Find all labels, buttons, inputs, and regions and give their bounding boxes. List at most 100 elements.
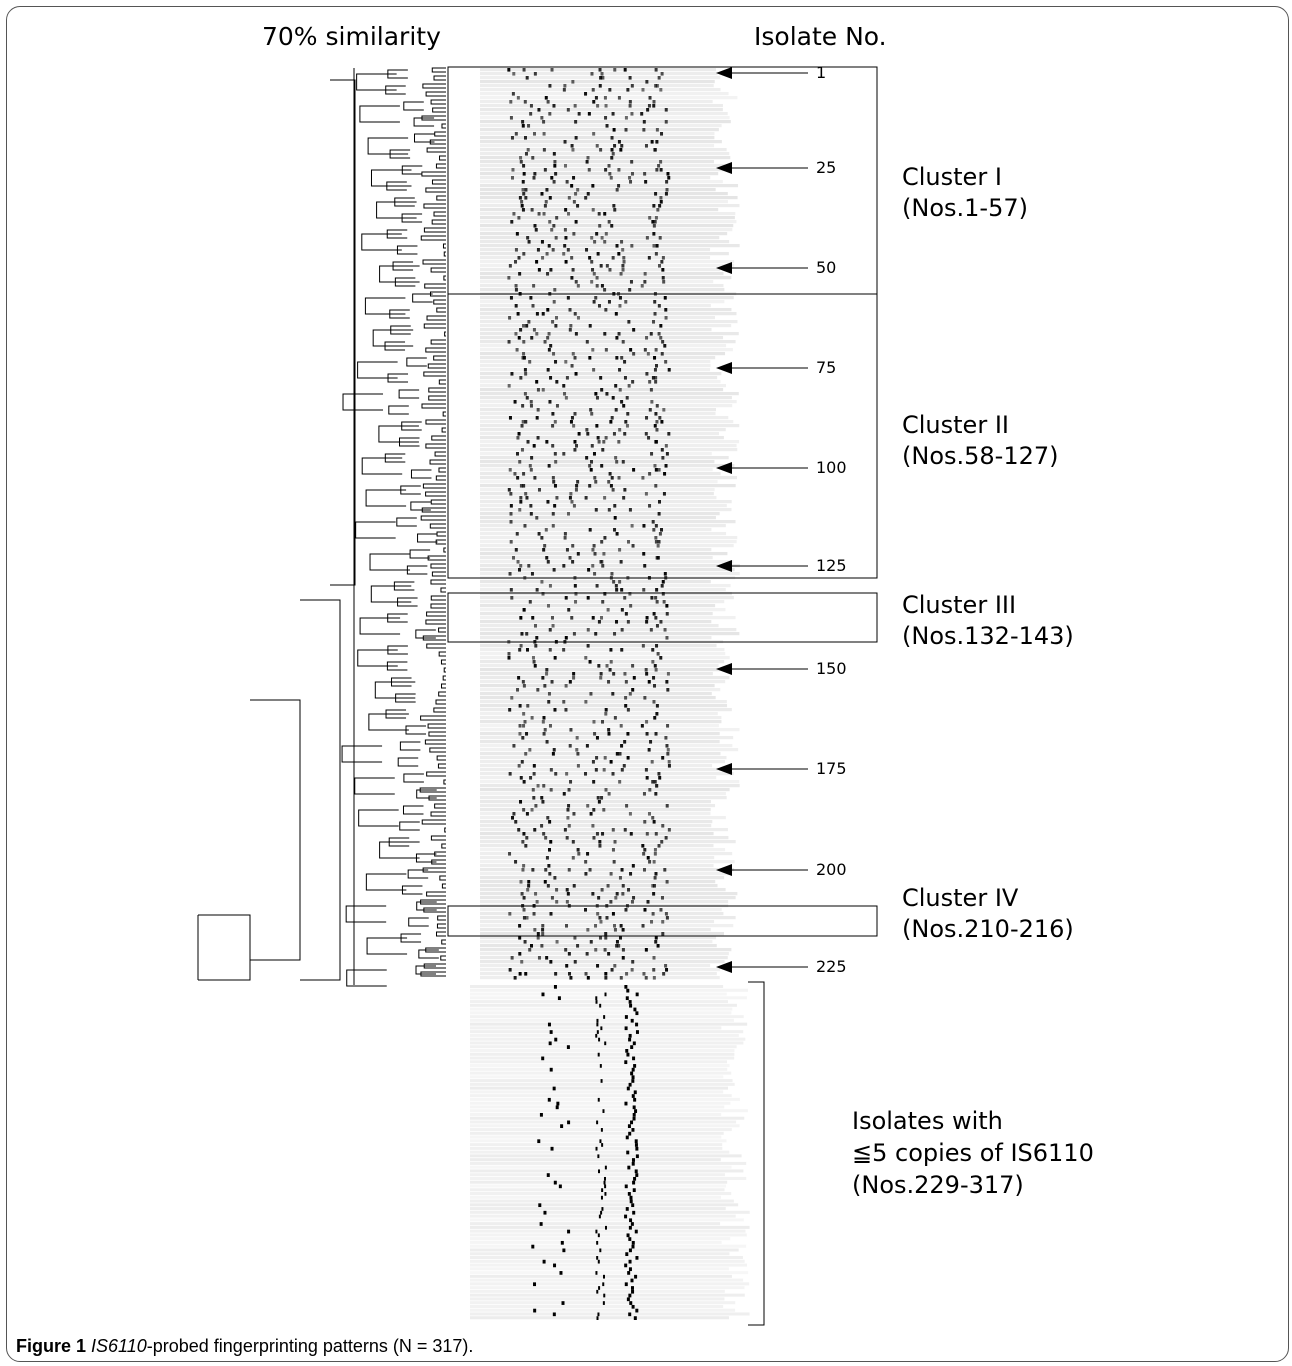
marker-arrow-head: [716, 262, 732, 274]
gel-band: [613, 964, 617, 968]
gel-band: [551, 424, 555, 428]
gel-band: [628, 1259, 632, 1264]
gel-band: [530, 336, 534, 340]
gel-band: [613, 516, 617, 520]
gel-band: [522, 192, 526, 196]
gel-lane: [480, 356, 716, 360]
gel-band: [665, 612, 669, 616]
gel-band: [525, 76, 529, 80]
gel-lane: [480, 412, 716, 416]
gel-lane: [470, 1233, 747, 1237]
gel-lane: [480, 808, 711, 812]
gel-band: [644, 432, 648, 436]
gel-band: [619, 148, 623, 152]
gel-band: [531, 156, 535, 160]
gel-band: [527, 884, 531, 888]
gel-band: [661, 824, 665, 828]
gel-lane: [470, 1109, 748, 1113]
gel-band: [591, 824, 595, 828]
gel-band: [598, 1037, 601, 1042]
gel-band: [604, 1192, 607, 1196]
gel-band: [589, 408, 593, 412]
gel-lane: [480, 404, 733, 408]
gel-band: [609, 484, 613, 488]
gel-lane: [480, 352, 726, 356]
gel-band: [591, 348, 595, 352]
gel-band: [599, 1139, 602, 1144]
gel-band: [603, 1176, 606, 1181]
gel-band: [630, 160, 634, 164]
gel-band: [628, 1225, 632, 1230]
gel-band: [618, 780, 622, 784]
gel-band: [660, 420, 664, 424]
gel-band: [546, 560, 550, 564]
gel-band: [651, 912, 655, 916]
gel-band: [522, 472, 526, 476]
gel-band: [621, 268, 625, 272]
gel-band: [551, 476, 555, 480]
gel-band: [614, 312, 618, 316]
gel-lane: [470, 1154, 742, 1158]
gel-band: [628, 692, 632, 696]
gel-band: [552, 180, 556, 184]
gel-band: [563, 228, 567, 232]
gel-band: [664, 308, 668, 312]
gel-band: [557, 996, 561, 1001]
gel-band: [518, 508, 522, 512]
gel-band: [625, 996, 629, 1001]
gel-lane: [480, 652, 726, 656]
gel-band: [521, 680, 525, 684]
gel-band: [662, 492, 666, 496]
gel-band: [553, 876, 557, 880]
gel-band: [602, 808, 606, 812]
gel-band: [531, 868, 535, 872]
gel-band: [509, 116, 513, 120]
gel-band: [607, 480, 611, 484]
gel-band: [529, 512, 533, 516]
gel-lane: [470, 1018, 734, 1022]
gel-band: [652, 956, 656, 960]
gel-band: [652, 976, 656, 980]
gel-band: [645, 832, 649, 836]
gel-band: [658, 236, 662, 240]
gel-band: [591, 268, 595, 272]
gel-band: [507, 652, 511, 656]
gel-band: [595, 1229, 598, 1234]
gel-band: [654, 192, 658, 196]
low-copy-label: Isolates with ≦5 copies of IS6110 (Nos.2…: [852, 1105, 1094, 1201]
gel-lane: [470, 1139, 727, 1143]
gel-band: [593, 240, 597, 244]
gel-band: [665, 180, 669, 184]
gel-band: [634, 1274, 638, 1279]
gel-lane: [480, 748, 739, 752]
gel-band: [520, 204, 524, 208]
gel-band: [652, 244, 656, 248]
gel-band: [586, 804, 590, 808]
gel-band: [633, 1090, 637, 1095]
gel-lane: [470, 1128, 732, 1132]
gel-band: [509, 540, 513, 544]
gel-band: [645, 732, 649, 736]
gel-band: [549, 376, 553, 380]
gel-lane: [470, 1229, 746, 1233]
gel-band: [652, 884, 656, 888]
low-copy-bracket: [748, 981, 765, 1326]
gel-band: [576, 552, 580, 556]
gel-band: [628, 1293, 632, 1298]
gel-band: [632, 1116, 636, 1121]
gel-band: [602, 1282, 605, 1287]
gel-band: [569, 728, 573, 732]
gel-lane: [480, 960, 725, 964]
gel-band: [608, 472, 612, 476]
gel-band: [545, 188, 549, 192]
gel-band: [548, 1041, 552, 1046]
gel-band: [651, 648, 655, 652]
gel-band: [600, 388, 604, 392]
gel-band: [556, 1101, 560, 1106]
gel-band: [631, 688, 635, 692]
gel-band: [600, 560, 604, 564]
gel-band: [651, 816, 655, 820]
gel-lane: [480, 88, 721, 92]
gel-band: [565, 888, 569, 892]
gel-band: [620, 628, 624, 632]
